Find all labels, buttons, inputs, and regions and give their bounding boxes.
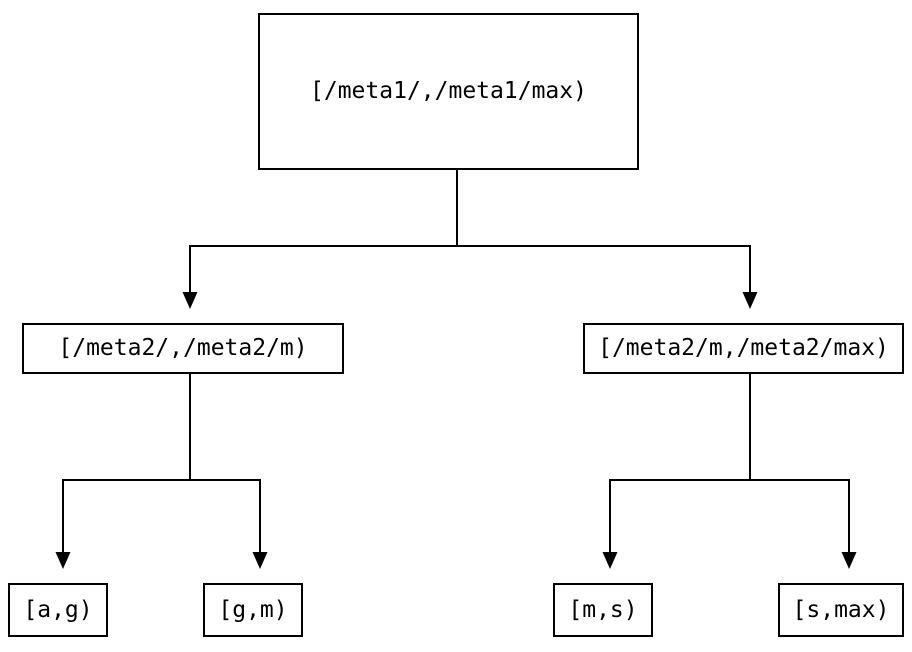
tree-leaf-g-m: [g,m): [203, 583, 303, 637]
tree-node-label: [m,s): [568, 596, 638, 623]
edge-right-branch: [609, 374, 850, 552]
tree-leaf-s-max: [s,max): [778, 583, 904, 637]
tree-leaf-m-s: [m,s): [553, 583, 653, 637]
tree-node-label: [/meta1/,/meta1/max): [310, 78, 587, 104]
arrowhead-down-icon: [182, 292, 198, 309]
edge-left-branch: [62, 374, 261, 552]
edge-root-branch: [189, 170, 751, 292]
tree-node-label: [/meta2/,/meta2/m): [58, 335, 308, 361]
tree-node-label: [s,max): [792, 596, 890, 623]
tree-node-label: [g,m): [218, 596, 288, 623]
tree-node-label: [a,g): [23, 596, 93, 623]
tree-node-label: [/meta2/m,/meta2/max): [598, 335, 889, 361]
tree-leaf-a-g: [a,g): [8, 583, 108, 637]
arrowhead-down-icon: [841, 552, 857, 569]
arrowhead-down-icon: [252, 552, 268, 569]
tree-node-root: [/meta1/,/meta1/max): [258, 13, 639, 170]
tree-node-left: [/meta2/,/meta2/m): [22, 323, 344, 374]
tree-node-right: [/meta2/m,/meta2/max): [583, 323, 904, 374]
arrowhead-down-icon: [602, 552, 618, 569]
arrowhead-down-icon: [55, 552, 71, 569]
arrowhead-down-icon: [742, 292, 758, 309]
